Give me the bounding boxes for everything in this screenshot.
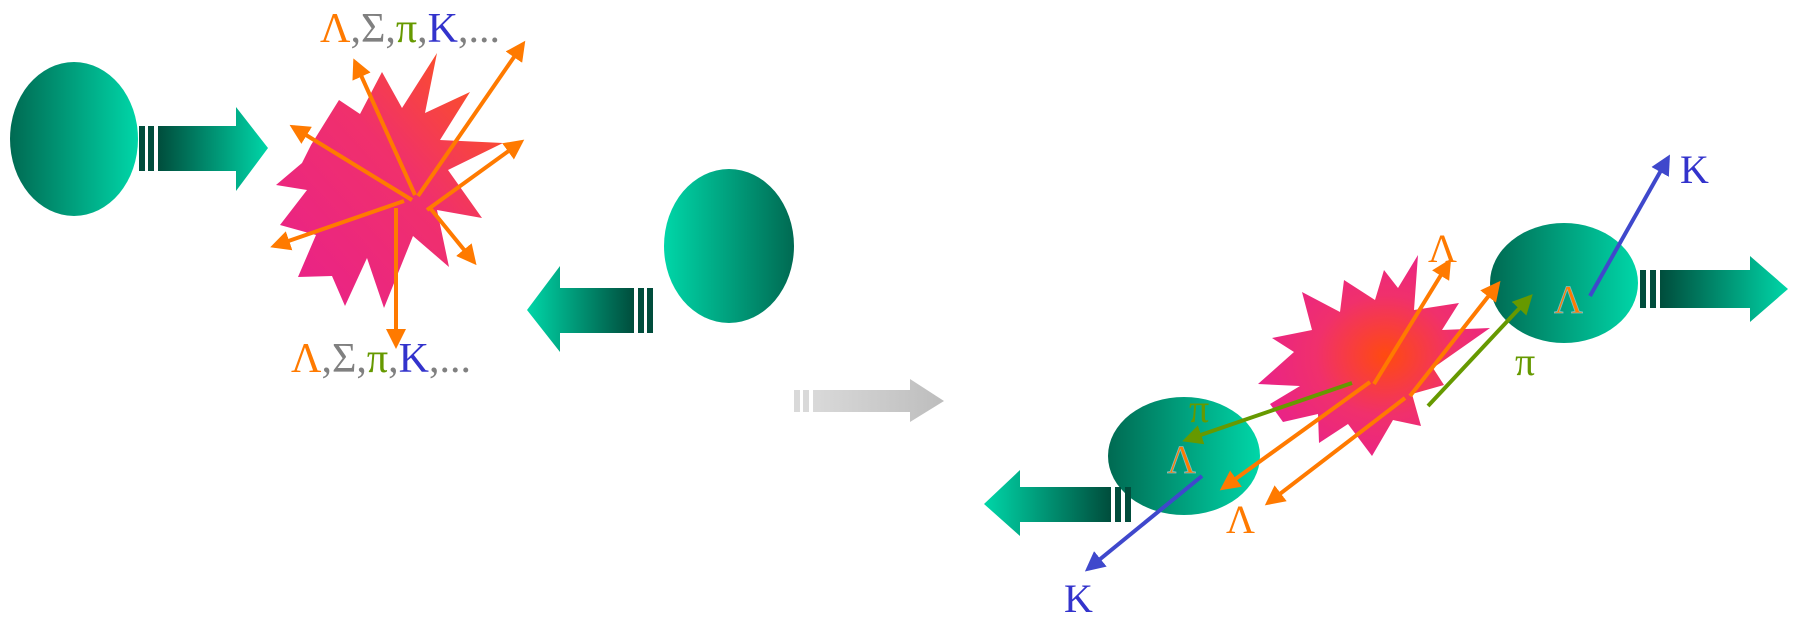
lambda-label-upper: Λ — [1428, 226, 1457, 271]
left-particle-tracks — [270, 40, 526, 349]
label-ellipsis: ,... — [429, 336, 471, 382]
collision-burst-icon — [276, 53, 503, 308]
label-lambda: Λ — [291, 336, 322, 382]
motion-arrow-left-icon — [527, 266, 653, 352]
label-separator: , — [388, 336, 399, 382]
right-scene: K Λ Λ π π Λ Λ K — [984, 147, 1788, 620]
label-separator: , — [417, 6, 428, 52]
label-pi: π — [367, 336, 388, 382]
label-pi: π — [396, 6, 417, 52]
label-ellipsis: ,... — [458, 6, 500, 52]
label-separator: , — [356, 336, 367, 382]
left-scene: Λ,Σ,π,K,... Λ,Σ,π,K,... — [10, 6, 794, 382]
label-separator: , — [350, 6, 361, 52]
label-kaon: K — [399, 336, 429, 382]
nucleus-right-incoming — [664, 169, 794, 323]
label-sigma: Σ — [332, 336, 356, 382]
right-pion-tracks — [1182, 294, 1533, 445]
motion-arrow-left-icon — [984, 470, 1131, 536]
lambda-label-in-left-nucleus: Λ — [1167, 437, 1196, 482]
motion-arrow-right-icon — [1640, 256, 1788, 322]
left-top-particle-label: Λ,Σ,π,K,... — [320, 6, 500, 52]
collision-burst-icon — [1258, 255, 1490, 456]
label-kaon: K — [428, 6, 458, 52]
label-lambda: Λ — [320, 6, 351, 52]
lambda-label-in-right-nucleus: Λ — [1554, 277, 1583, 322]
pi-label-right: π — [1515, 339, 1535, 384]
label-separator: , — [321, 336, 332, 382]
left-bottom-particle-label: Λ,Σ,π,K,... — [291, 336, 471, 382]
right-kaon-tracks — [1084, 154, 1670, 572]
lambda-label-lower: Λ — [1226, 497, 1255, 542]
right-orange-tracks — [1219, 258, 1501, 506]
kaon-label-bottom: K — [1064, 576, 1093, 620]
label-sigma: Σ — [361, 6, 385, 52]
kaon-label-top: K — [1680, 147, 1709, 192]
label-separator: , — [385, 6, 396, 52]
nucleus-left-incoming — [10, 62, 138, 216]
transition-arrow-icon — [794, 379, 944, 422]
motion-arrow-right-icon — [139, 107, 268, 191]
pi-label-left: π — [1189, 386, 1209, 431]
